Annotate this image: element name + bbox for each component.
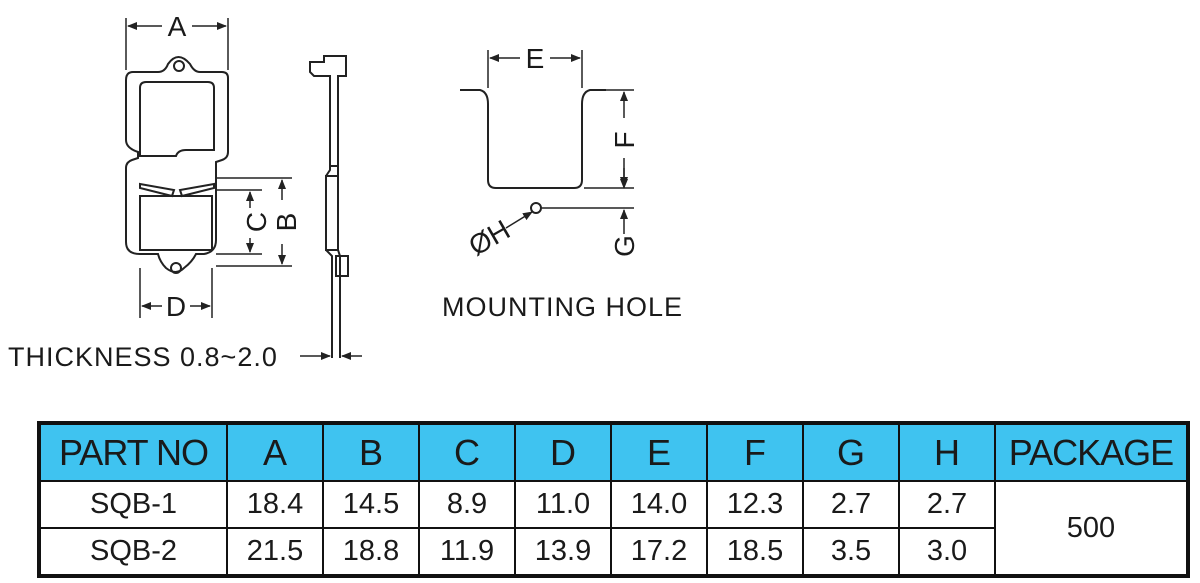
cell-a: 21.5 [226, 527, 324, 577]
header-b: B [322, 422, 420, 482]
cell-b: 14.5 [322, 480, 420, 529]
cell-part: SQB-2 [38, 527, 228, 577]
dimension-b-label: B [271, 213, 302, 232]
dimension-f-g [542, 89, 634, 234]
cell-e: 14.0 [610, 480, 708, 529]
dimension-d [139, 268, 213, 318]
table-row: SQB-1 18.4 14.5 8.9 11.0 14.0 12.3 2.7 2… [38, 480, 1189, 577]
cell-h: 2.7 [898, 480, 996, 529]
dimension-h-label: ØH [463, 214, 515, 262]
mounting-hole-outline [460, 89, 606, 214]
dimension-a-label: A [168, 11, 187, 42]
cell-d: 11.0 [514, 480, 612, 529]
header-d: D [514, 422, 612, 482]
dimension-d-label: D [166, 291, 186, 322]
mounting-hole-label: MOUNTING HOLE [442, 292, 683, 322]
dimension-e [487, 50, 583, 88]
thickness-label: THICKNESS 0.8~2.0 [8, 342, 278, 372]
table-header-row: PART NO A B C D E F G H PACKAGE [38, 422, 1189, 482]
header-g: G [802, 422, 900, 482]
table-row: SQB-2 21.5 18.8 11.9 13.9 17.2 18.5 3.5 … [38, 527, 1188, 577]
cell-c: 11.9 [418, 527, 516, 577]
cell-b: 18.8 [322, 527, 420, 577]
cell-f: 18.5 [706, 527, 804, 577]
dimension-c-label: C [241, 212, 272, 232]
dimension-f-label: F [609, 131, 640, 148]
spec-table: PART NO A B C D E F G H PACKAGE SQB-1 18… [37, 421, 1190, 578]
cell-a: 18.4 [226, 480, 324, 529]
technical-drawing: A D C B THICKNESS 0.8~2.0 [8, 11, 683, 372]
header-h: H [898, 422, 996, 482]
header-part-no: PART NO [38, 422, 228, 482]
cell-c: 8.9 [418, 480, 516, 529]
cell-package: 500 [994, 480, 1189, 577]
dimension-g-label: G [609, 235, 640, 257]
cell-g: 2.7 [802, 480, 900, 529]
header-f: F [706, 422, 804, 482]
dimension-a [125, 18, 229, 70]
bracket-side-view [309, 55, 349, 358]
cell-d: 13.9 [514, 527, 612, 577]
dimension-e-label: E [526, 43, 545, 74]
header-e: E [610, 422, 708, 482]
cell-e: 17.2 [610, 527, 708, 577]
dimension-h [505, 211, 533, 229]
header-a: A [226, 422, 324, 482]
dimension-c-b [216, 177, 292, 267]
header-package: PACKAGE [994, 422, 1189, 482]
cell-part: SQB-1 [38, 480, 228, 529]
bracket-front-view [125, 56, 229, 274]
cell-g: 3.5 [802, 527, 900, 577]
cell-h: 3.0 [898, 527, 996, 577]
header-c: C [418, 422, 516, 482]
cell-f: 12.3 [706, 480, 804, 529]
